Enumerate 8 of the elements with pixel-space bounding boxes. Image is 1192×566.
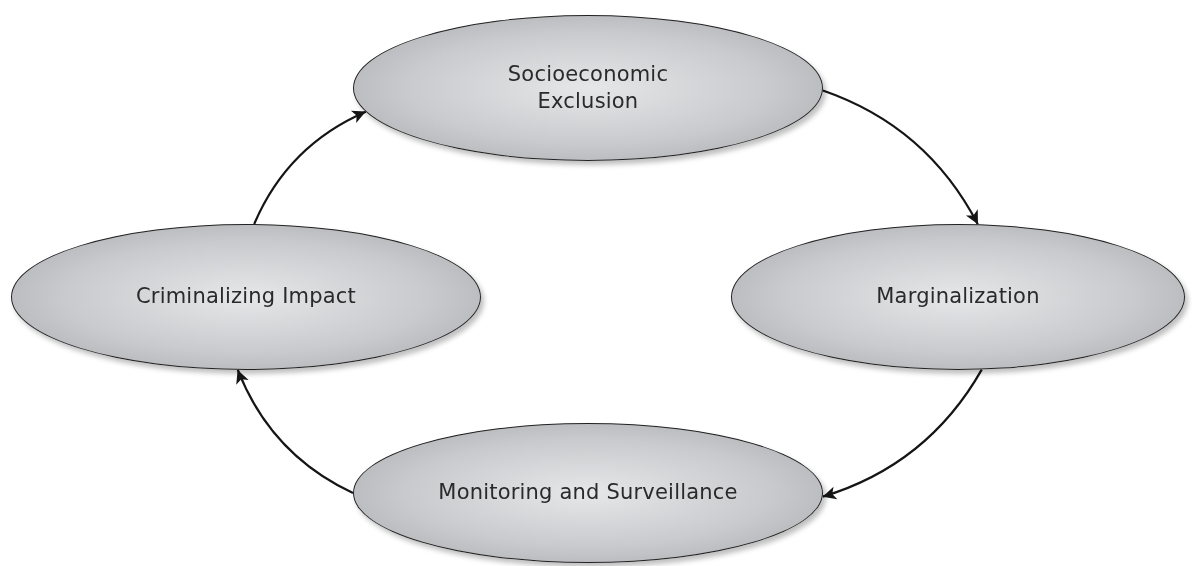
node-label: Monitoring and Surveillance [438,479,738,507]
node-label: Marginalization [876,283,1040,311]
curved-arrow [822,369,983,499]
node-label: Socioeconomic Exclusion [506,60,670,115]
curved-arrow [253,110,367,225]
node-label: Criminalizing Impact [135,283,357,311]
curved-arrow [822,89,979,225]
curved-arrow [236,369,354,494]
